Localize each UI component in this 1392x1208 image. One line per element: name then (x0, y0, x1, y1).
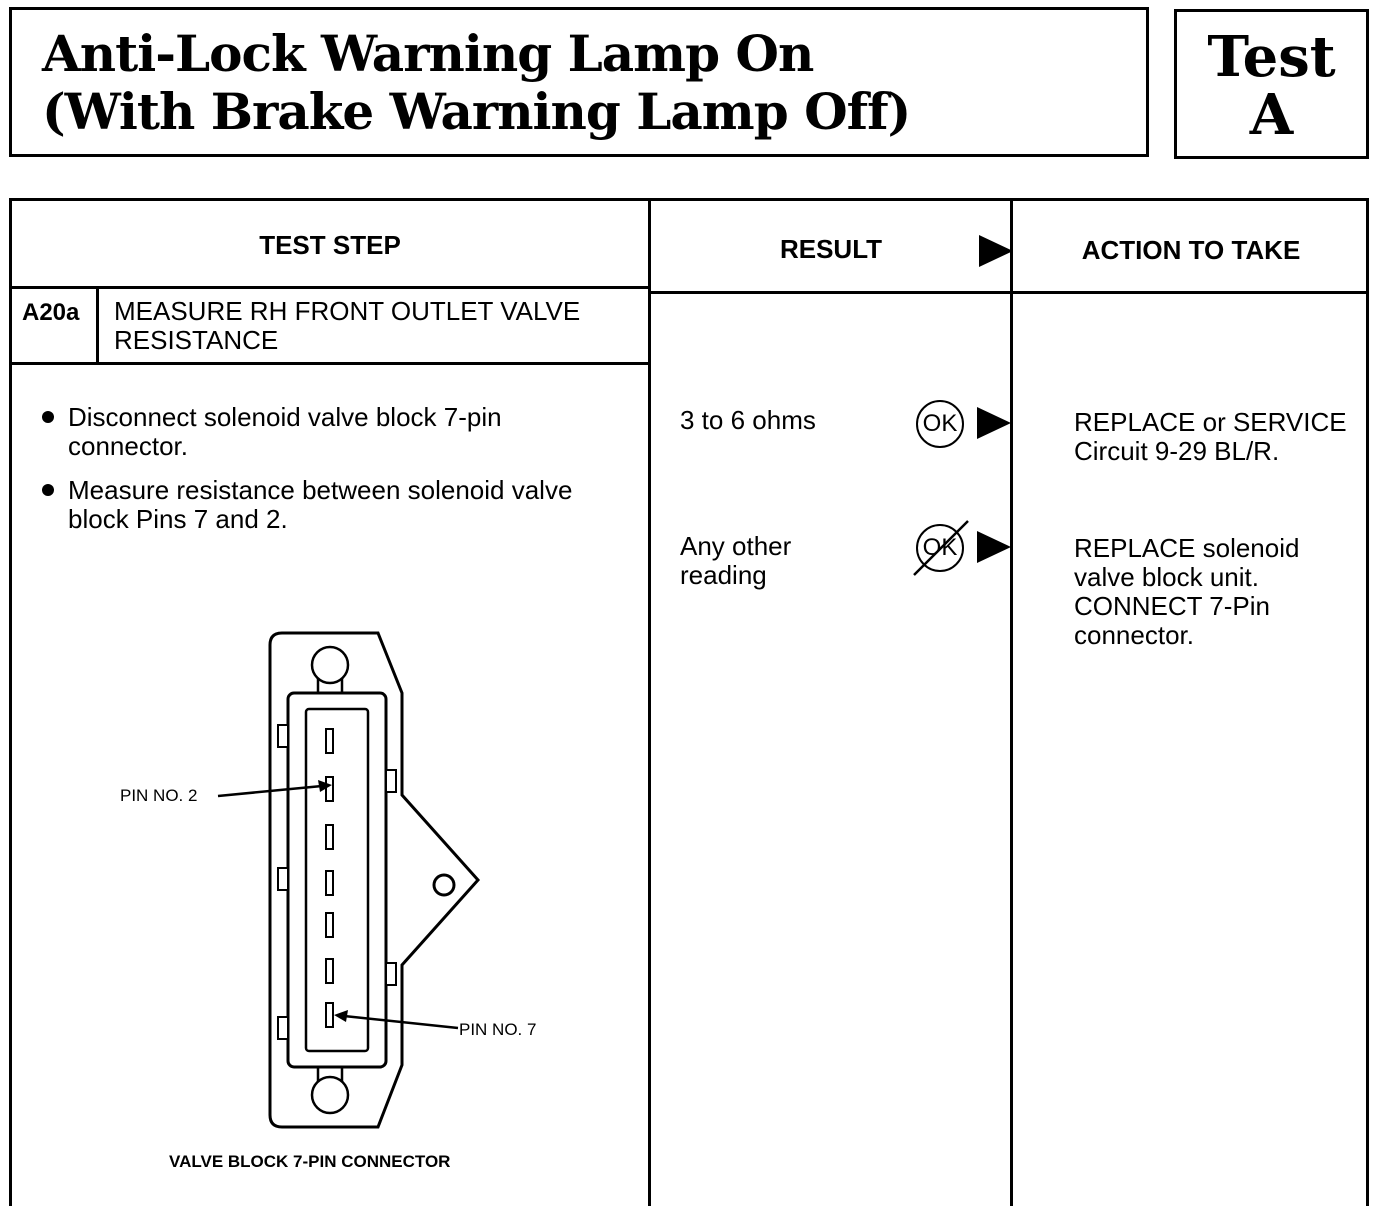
step-title: MEASURE RH FRONT OUTLET VALVE RESISTANCE (114, 296, 581, 355)
header-divider-left (12, 286, 648, 289)
step-id: A20a (22, 299, 80, 326)
connector-housing (268, 631, 481, 1129)
test-id: A (1249, 82, 1294, 148)
pin-1 (325, 728, 334, 754)
pin-5 (325, 912, 334, 938)
top-latch (310, 645, 350, 685)
pin-label-7: PIN NO. 7 (459, 1020, 537, 1039)
step-title-divider (12, 362, 648, 365)
instruction-1: Disconnect solenoid valve block 7-pin co… (68, 402, 502, 461)
result-arrow-icon (977, 531, 1011, 563)
title-box: Anti-Lock Warning Lamp On (With Brake Wa… (9, 7, 1149, 157)
test-id-box: Test A (1174, 9, 1369, 159)
pin-7 (325, 1002, 334, 1028)
test-label: Test (1207, 24, 1336, 90)
header-result: RESULT (779, 234, 883, 264)
header-test-step: TEST STEP (259, 230, 401, 260)
ok-badge: OK (916, 400, 964, 448)
pin-6 (325, 958, 334, 984)
pin-3 (325, 824, 334, 850)
result-condition-2: Any other reading (680, 531, 792, 590)
page-title-line-2: (With Brake Warning Lamp Off) (42, 82, 911, 141)
header-action: ACTION TO TAKE (1081, 235, 1301, 265)
action-1: REPLACE or SERVICE Circuit 9-29 BL/R. (1074, 407, 1347, 466)
pin-4 (325, 870, 334, 896)
header-divider-right (648, 291, 1369, 294)
test-step-table: TEST STEP RESULT ACTION TO TAKE A20a MEA… (9, 198, 1369, 1206)
result-condition-1: 3 to 6 ohms (680, 405, 816, 435)
pin-leader-lines (217, 780, 459, 1030)
bullet-icon (42, 411, 54, 423)
diagram-caption: VALVE BLOCK 7-PIN CONNECTOR (169, 1152, 451, 1171)
step-id-divider (96, 289, 99, 363)
instruction-2: Measure resistance between solenoid valv… (68, 475, 573, 534)
page-title-line-1: Anti-Lock Warning Lamp On (42, 24, 814, 83)
mounting-hole (432, 873, 456, 897)
pin-2 (325, 776, 334, 802)
bullet-icon (42, 484, 54, 496)
column-divider-1 (648, 201, 651, 1206)
pin-label-2: PIN NO. 2 (120, 786, 198, 805)
bottom-latch (310, 1075, 350, 1115)
not-ok-badge: OK (916, 524, 964, 572)
header-arrow-icon (979, 235, 1013, 267)
not-ok-strike-icon (913, 520, 969, 576)
action-2: REPLACE solenoid valve block unit. CONNE… (1074, 533, 1300, 650)
column-divider-2 (1010, 201, 1013, 1206)
result-arrow-icon (977, 407, 1011, 439)
